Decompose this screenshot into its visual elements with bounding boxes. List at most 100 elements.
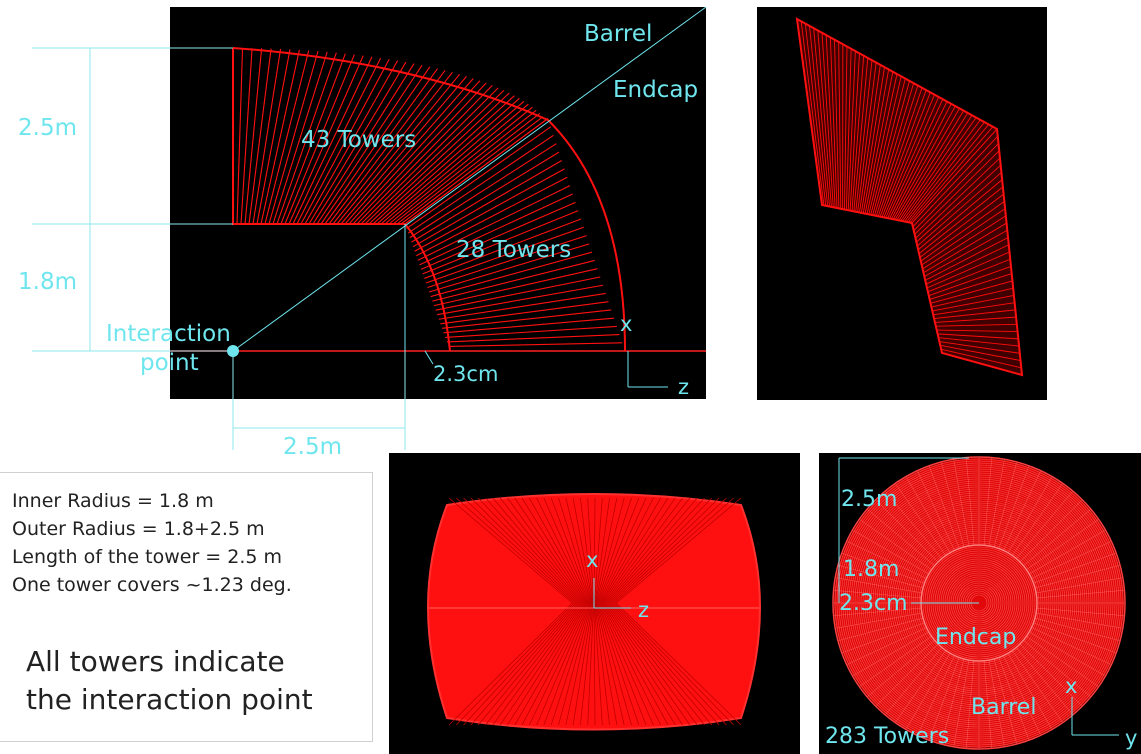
front-tower-line <box>456 497 575 604</box>
end-spoke <box>867 508 935 566</box>
perspective-barrel-tower <box>866 73 898 215</box>
barrel-tower <box>252 48 282 225</box>
perspective-barrel-tower <box>862 69 890 214</box>
outer-boundary <box>232 47 626 352</box>
end-spoke <box>988 660 1005 747</box>
perspective-barrel-tower <box>904 119 981 222</box>
front-tower-line <box>514 602 587 726</box>
perspective-barrel-tower <box>887 99 944 219</box>
perspective-barrel-tower <box>829 37 838 209</box>
end-spoke <box>867 640 935 698</box>
barrel-tower <box>312 63 415 225</box>
front-tower-line <box>499 602 584 726</box>
endcap-tower <box>446 334 620 343</box>
end-spoke <box>841 552 925 584</box>
end-spoke <box>1026 519 1099 570</box>
end-spoke <box>993 461 1017 548</box>
perspective-endcap-tower <box>936 329 1018 333</box>
front-tower-line <box>602 602 676 726</box>
end-spoke <box>833 607 922 616</box>
front-tower-line <box>609 497 713 604</box>
front-tower-lines <box>448 497 742 726</box>
front-tower-line <box>492 602 583 726</box>
front-tower-line <box>599 497 654 604</box>
front-tower-line <box>550 497 591 604</box>
endcap-tower <box>441 309 612 329</box>
perspective-outline <box>795 17 1024 377</box>
barrel-tower <box>364 90 505 225</box>
front-tower-line <box>609 602 713 726</box>
endcap-tower <box>409 143 557 239</box>
side-view-panel: Barrel Endcap 43 Towers 28 Towers x z 2.… <box>170 6 707 399</box>
barrel-tower <box>348 80 481 225</box>
front-view-towers <box>427 493 761 731</box>
front-tower-line <box>572 497 594 604</box>
end-spoke <box>846 541 927 579</box>
perspective-endcap-tower <box>914 150 1000 235</box>
front-tower-line <box>463 497 577 604</box>
perspective-barrel-tower <box>892 105 956 220</box>
front-tower-line <box>595 497 618 604</box>
barrel-tower <box>316 64 423 225</box>
perspective-endcap-tower <box>931 287 1014 308</box>
perspective-barrel-tower <box>890 103 952 220</box>
endcap-tower <box>433 268 598 307</box>
endcap-tower <box>427 235 587 289</box>
front-tower-line <box>587 602 595 726</box>
front-tower-line <box>601 497 669 604</box>
end-spoke <box>1036 607 1125 616</box>
front-tower-line <box>448 602 573 726</box>
interaction-point-label-1: Interaction <box>106 321 231 347</box>
barrel-tower <box>276 52 337 225</box>
end-inner-label: 1.8m <box>843 557 900 582</box>
perspective-endcap-tower <box>920 200 1005 262</box>
end-spoke <box>1007 476 1053 553</box>
perspective-endcap-tower <box>915 157 1001 239</box>
perspective-barrel-tower <box>896 110 965 221</box>
endcap-tower <box>415 176 568 257</box>
front-tower-line <box>603 602 683 726</box>
perspective-barrel-tower <box>809 25 829 207</box>
end-spoke <box>884 491 942 559</box>
perspective-barrel-tower <box>906 121 985 223</box>
barrel-tower <box>308 61 407 225</box>
perspective-towers <box>795 17 1024 377</box>
perspective-endcap-tower <box>938 337 1020 347</box>
end-spoke <box>835 612 922 629</box>
barrel-tower <box>236 48 244 225</box>
front-tower-line <box>612 602 727 726</box>
front-tower-line <box>593 602 596 726</box>
perspective-barrel-tower <box>857 62 877 213</box>
end-spoke <box>884 647 942 715</box>
front-tower-line <box>598 602 647 726</box>
perspective-endcap-tower <box>918 186 1004 254</box>
perspective-barrel-tower <box>872 80 910 216</box>
front-tower-line <box>604 602 691 726</box>
perspective-view-panel <box>757 7 1047 400</box>
front-z-axis-label: z <box>638 598 650 622</box>
endcap-tower <box>404 117 549 225</box>
end-spoke <box>1016 491 1074 559</box>
perspective-endcap-tower <box>925 237 1009 281</box>
perspective-endcap-tower <box>930 280 1013 304</box>
perspective-barrel-tower <box>860 67 885 213</box>
front-tower-line <box>610 602 720 726</box>
perspective-barrel-tower <box>845 48 852 210</box>
front-tower-line <box>595 602 618 726</box>
front-tower-line <box>596 602 632 726</box>
endcap-tower <box>422 210 579 275</box>
endcap-tower <box>407 134 554 234</box>
perspective-barrel-tower <box>838 41 842 209</box>
barrel-tower <box>304 60 399 225</box>
endcap-label: Endcap <box>613 77 699 103</box>
barrel-tower <box>336 73 460 225</box>
endcap-tower <box>437 284 604 316</box>
end-spoke <box>1031 541 1112 579</box>
end-spoke <box>993 658 1017 745</box>
barrel-tower <box>384 103 529 225</box>
perspective-barrel-tower <box>844 46 848 210</box>
perspective-endcap-tower <box>929 273 1012 300</box>
front-tower-line <box>543 497 591 604</box>
endcap-tower <box>438 292 606 320</box>
perspective-barrel-tower <box>900 114 973 222</box>
